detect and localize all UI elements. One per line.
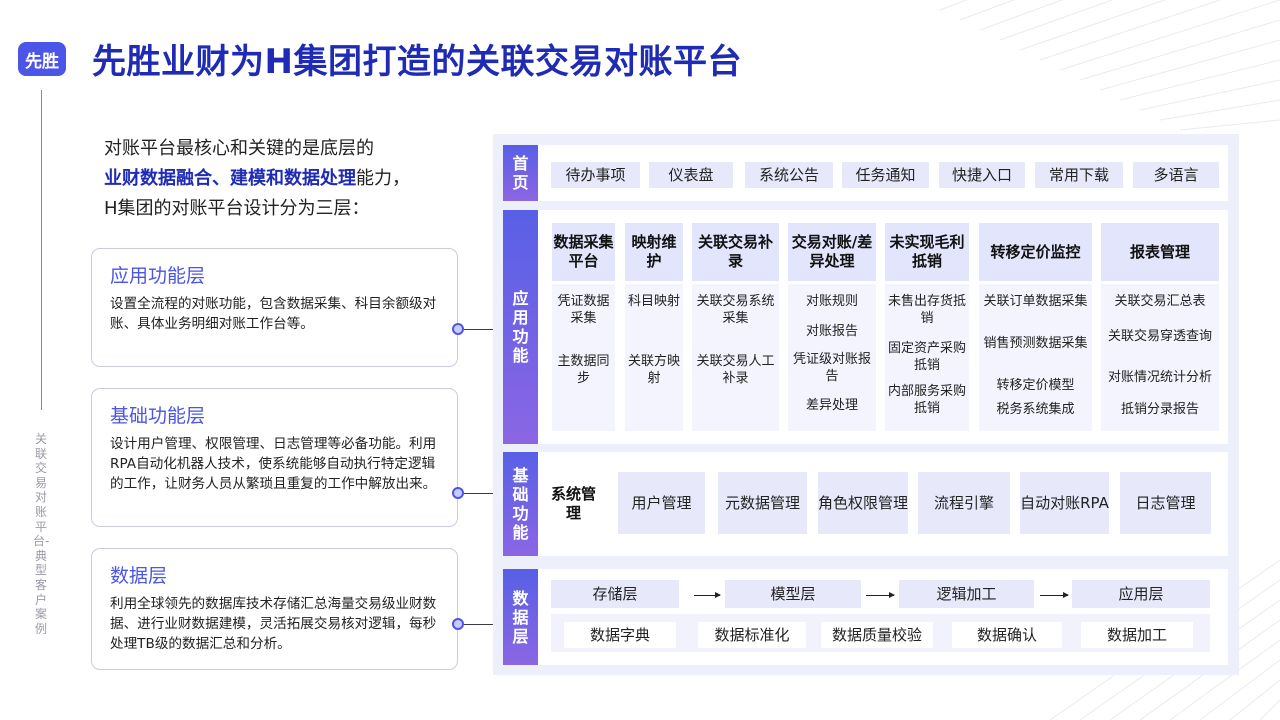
- connector-dot: [452, 487, 464, 499]
- arrow-right-icon: [694, 592, 721, 598]
- app-column-body: 关联订单数据采集 销售预测数据采集 转移定价模型 税务系统集成: [979, 284, 1092, 431]
- connector-dot: [452, 323, 464, 335]
- app-item: 对账报告: [805, 324, 858, 339]
- row-application: 应用功能 数据采集平台 凭证数据采集 主数据同步 映射维护 科目映射 关联方映射…: [503, 210, 1228, 444]
- page-title: 先胜业财为H集团打造的关联交易对账平台: [92, 42, 742, 82]
- home-item: 任务通知: [842, 162, 929, 188]
- card-title: 应用功能层: [110, 265, 206, 287]
- app-item: 销售预测数据采集: [983, 336, 1088, 351]
- arrow-right-icon: [1040, 592, 1069, 598]
- home-item: 快捷入口: [939, 162, 1025, 188]
- app-column-title: 转移定价监控: [979, 223, 1092, 281]
- row-home: 首页 待办事项 仪表盘 系统公告 任务通知 快捷入口 常用下载 多语言: [503, 145, 1228, 201]
- app-item: 主数据同步: [557, 354, 610, 386]
- app-column-body: 关联交易汇总表 关联交易穿透查询 对账情况统计分析 抵销分录报告: [1101, 284, 1219, 431]
- app-item: 固定资产采购抵销: [887, 341, 966, 373]
- data-item: 数据确认: [952, 622, 1062, 648]
- data-flow-step: 存储层: [551, 580, 679, 608]
- app-column-title: 交易对账/差异处理: [788, 223, 876, 281]
- app-item: 关联方映射: [627, 354, 680, 386]
- app-column-title: 数据采集平台: [552, 223, 615, 281]
- app-item: 抵销分录报告: [1120, 402, 1199, 417]
- app-column-body: 未售出存货抵销 固定资产采购抵销 内部服务采购抵销: [885, 284, 969, 431]
- app-item: 转移定价模型: [996, 378, 1075, 393]
- side-caption: 关联交易对账平台-典型客户案例: [33, 432, 50, 636]
- row-label-home: 首页: [503, 145, 538, 201]
- app-item: 对账规则: [805, 294, 858, 309]
- app-item: 对账情况统计分析: [1107, 370, 1212, 385]
- app-column-body: 科目映射 关联方映射: [625, 284, 683, 431]
- connector-dot: [452, 618, 464, 630]
- app-column-title: 报表管理: [1101, 223, 1219, 281]
- intro-line-1: 对账平台最核心和关键的是底层的: [104, 138, 374, 159]
- data-item: 数据标准化: [698, 622, 806, 648]
- app-column-body: 凭证数据采集 主数据同步: [552, 284, 615, 431]
- data-item: 数据字典: [564, 622, 676, 648]
- home-item: 系统公告: [745, 162, 833, 188]
- app-item: 未售出存货抵销: [887, 294, 966, 326]
- data-item: 数据质量校验: [821, 622, 933, 648]
- app-item: 凭证数据采集: [557, 294, 610, 326]
- app-item: 科目映射: [627, 294, 680, 309]
- data-flow-step: 应用层: [1072, 580, 1210, 608]
- card-base-layer: 基础功能层 设计用户管理、权限管理、日志管理等必备功能。利用RPA自动化机器人技…: [91, 388, 458, 527]
- connector-line: [464, 493, 494, 494]
- intro-line-2-rest: 能力，: [356, 168, 410, 189]
- app-item: 关联交易汇总表: [1114, 294, 1206, 309]
- base-item: 元数据管理: [718, 472, 807, 534]
- intro-line-3: H集团的对账平台设计分为三层：: [104, 198, 370, 219]
- row-label-base: 基础功能: [503, 452, 538, 556]
- card-app-layer: 应用功能层 设置全流程的对账功能，包含数据采集、科目余额级对账、具体业务明细对账…: [91, 248, 458, 367]
- row-label-application: 应用功能: [503, 210, 538, 444]
- base-item: 自动对账RPA: [1020, 472, 1109, 534]
- connector-line: [464, 624, 494, 625]
- app-item: 关联交易穿透查询: [1107, 329, 1212, 344]
- base-item: 用户管理: [618, 472, 705, 534]
- app-column-title: 关联交易补录: [692, 223, 779, 281]
- data-flow-step: 模型层: [725, 580, 861, 608]
- app-column-body: 对账规则 对账报告 凭证级对账报告 差异处理: [788, 284, 876, 431]
- app-item: 关联交易系统采集: [696, 294, 775, 326]
- row-data: 数据层 存储层 模型层 逻辑加工 应用层 数据字典 数据标准化 数据质量校验 数…: [503, 569, 1228, 665]
- base-system-label: 系统管理: [551, 485, 597, 522]
- app-item: 税务系统集成: [996, 402, 1075, 417]
- app-item: 差异处理: [805, 398, 858, 413]
- app-column-title: 映射维护: [625, 223, 683, 281]
- intro-text: 对账平台最核心和关键的是底层的 业财数据融合、建模和数据处理能力， H集团的对账…: [104, 134, 410, 224]
- home-item: 仪表盘: [649, 162, 733, 188]
- card-title: 数据层: [110, 565, 168, 587]
- card-desc: 利用全球领先的数据库技术存储汇总海量交易级业财数据、进行业财数据建模，灵活拓展交…: [110, 596, 437, 652]
- data-item: 数据加工: [1081, 622, 1193, 648]
- card-title: 基础功能层: [110, 405, 206, 427]
- connector-line: [464, 329, 494, 330]
- data-flow-step: 逻辑加工: [899, 580, 1034, 608]
- home-item: 待办事项: [551, 162, 640, 188]
- base-item: 日志管理: [1120, 472, 1211, 534]
- base-item: 角色权限管理: [818, 472, 908, 534]
- app-item: 关联交易人工补录: [696, 354, 775, 386]
- row-label-data: 数据层: [503, 569, 538, 665]
- app-column-body: 关联交易系统采集 关联交易人工补录: [692, 284, 779, 431]
- app-item: 内部服务采购抵销: [887, 384, 966, 416]
- intro-highlight: 业财数据融合、建模和数据处理: [104, 168, 356, 189]
- card-data-layer: 数据层 利用全球领先的数据库技术存储汇总海量交易级业财数据、进行业财数据建模，灵…: [91, 548, 458, 670]
- home-item: 常用下载: [1035, 162, 1123, 188]
- row-base: 基础功能 系统管理 用户管理 元数据管理 角色权限管理 流程引擎 自动对账RPA…: [503, 452, 1228, 556]
- card-desc: 设置全流程的对账功能，包含数据采集、科目余额级对账、具体业务明细对账工作台等。: [110, 296, 437, 332]
- arrow-right-icon: [866, 592, 895, 598]
- app-item: 关联订单数据采集: [983, 294, 1088, 309]
- side-divider: [41, 90, 42, 410]
- app-item: 凭证级对账报告: [792, 352, 871, 384]
- card-desc: 设计用户管理、权限管理、日志管理等必备功能。利用RPA自动化机器人技术，使系统能…: [110, 436, 437, 492]
- app-column-title: 未实现毛利抵销: [885, 223, 969, 281]
- brand-logo: 先胜: [18, 42, 66, 76]
- home-item: 多语言: [1133, 162, 1219, 188]
- base-item: 流程引擎: [918, 472, 1010, 534]
- intro-line-2: 业财数据融合、建模和数据处理能力，: [104, 164, 410, 194]
